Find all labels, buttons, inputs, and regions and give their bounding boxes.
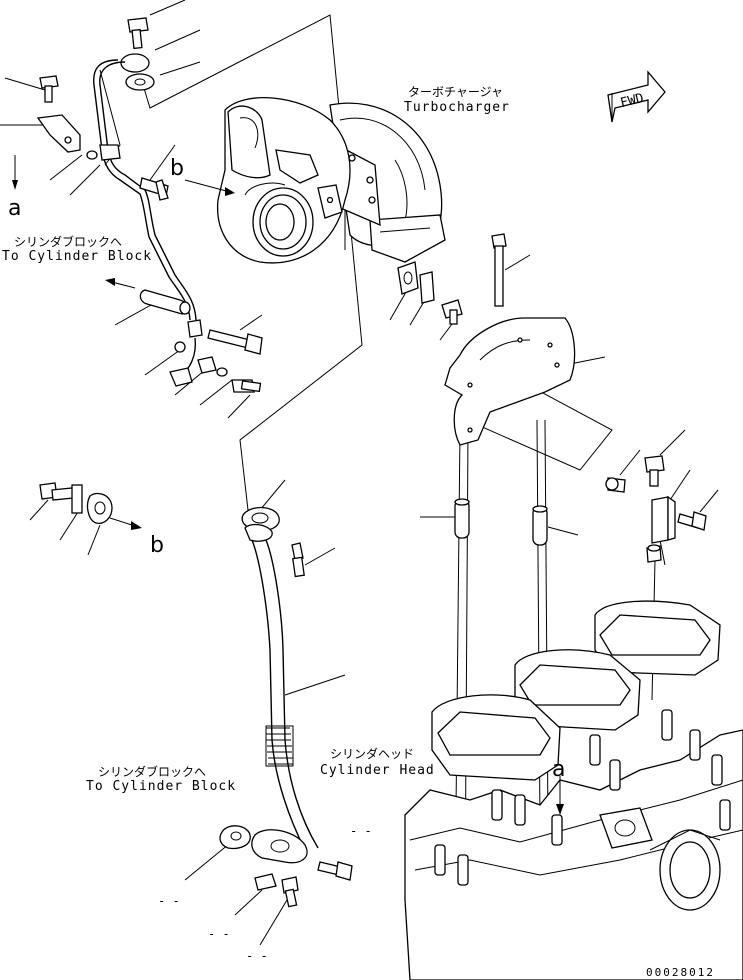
- dash-label-4: - -: [246, 949, 268, 963]
- leader-lines: [0, 0, 719, 946]
- to-cylinder-block-label-jp-1: シリンダブロックへ: [14, 234, 122, 249]
- to-cylinder-block-label-en-2: To Cylinder Block: [86, 779, 236, 794]
- flange-parts-left: [39, 482, 142, 530]
- oil-drain-pipe: [219, 506, 353, 908]
- reference-a-head: a: [552, 757, 565, 782]
- fwd-arrow-icon: [607, 70, 666, 123]
- turbocharger-label-en: Turbocharger: [404, 100, 510, 115]
- dash-label-1: - -: [350, 824, 372, 838]
- cylinder-head-label-jp: シリンダヘッド: [330, 746, 414, 761]
- fwd-label: FWD: [619, 91, 646, 111]
- turbo-drain-flange-parts: [397, 261, 463, 325]
- dash-label-2: - -: [158, 894, 180, 908]
- dash-label-3: - -: [208, 927, 230, 941]
- turbocharger: [216, 97, 446, 264]
- turbocharger-label-jp: ターボチャージャ: [408, 85, 503, 99]
- pipe-bellows: [265, 725, 294, 767]
- reference-b-flange: b: [150, 533, 164, 558]
- cylinder-head: [404, 600, 743, 980]
- reference-b-turbo: b: [170, 156, 184, 181]
- heat-shield-bracket: [444, 233, 576, 446]
- oil-inlet-pipe-assembly: [12, 17, 263, 393]
- drawing-code: 00028012: [646, 966, 715, 979]
- cylinder-head-label-en: Cylinder Head: [320, 763, 435, 778]
- reference-a-top: a: [8, 196, 21, 221]
- to-cylinder-block-label-en-1: To Cylinder Block: [2, 249, 152, 264]
- spacers-and-bracket: [454, 455, 707, 563]
- to-cylinder-block-label-jp-2: シリンダブロックへ: [98, 764, 206, 779]
